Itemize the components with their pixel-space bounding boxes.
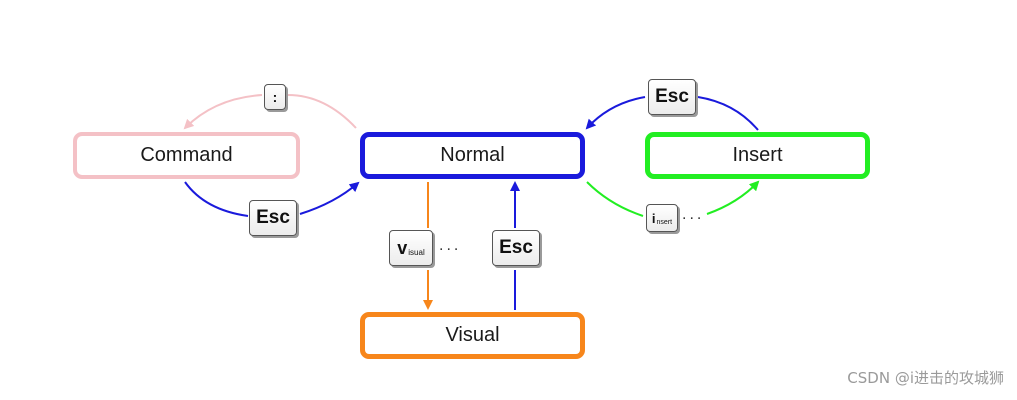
- state-normal: Normal: [360, 132, 585, 179]
- state-visual: Visual: [360, 312, 585, 359]
- ellipsis-insert: ...: [682, 206, 705, 223]
- arrow-command-to-normal: [184, 181, 249, 217]
- arrow-command-to-normal-head: [299, 181, 360, 215]
- state-insert: Insert: [645, 132, 870, 179]
- arrow-insert-to-normal: [697, 96, 759, 131]
- key-insert-subscript: nsert: [656, 218, 673, 226]
- key-colon-label: :: [272, 89, 278, 105]
- state-normal-label: Normal: [440, 144, 505, 166]
- key-esc-command-label: Esc: [256, 207, 290, 228]
- state-insert-label: Insert: [732, 144, 783, 166]
- ellipsis-visual: ...: [439, 237, 462, 254]
- arrow-normal-to-insert-head: [706, 180, 760, 215]
- state-command-label: Command: [140, 144, 233, 166]
- arrow-normal-to-insert: [586, 181, 644, 217]
- arrow-normal-to-command: [287, 94, 357, 129]
- key-insert-letter: i: [651, 210, 656, 226]
- key-visual-letter: v: [397, 237, 408, 258]
- watermark: CSDN @i进击的攻城狮: [847, 369, 1004, 387]
- key-esc-visual-label: Esc: [499, 237, 533, 258]
- state-command: Command: [73, 132, 300, 179]
- key-esc-visual: Esc: [492, 230, 540, 266]
- arrow-insert-to-normal-head: [585, 96, 646, 130]
- key-esc-insert: Esc: [648, 79, 696, 115]
- key-esc-insert-label: Esc: [655, 86, 689, 107]
- arrow-normal-to-command-head: [183, 94, 263, 130]
- key-visual-subscript: isual: [408, 247, 425, 257]
- state-visual-label: Visual: [445, 324, 500, 346]
- key-esc-command: Esc: [249, 200, 297, 236]
- key-colon: :: [264, 84, 286, 110]
